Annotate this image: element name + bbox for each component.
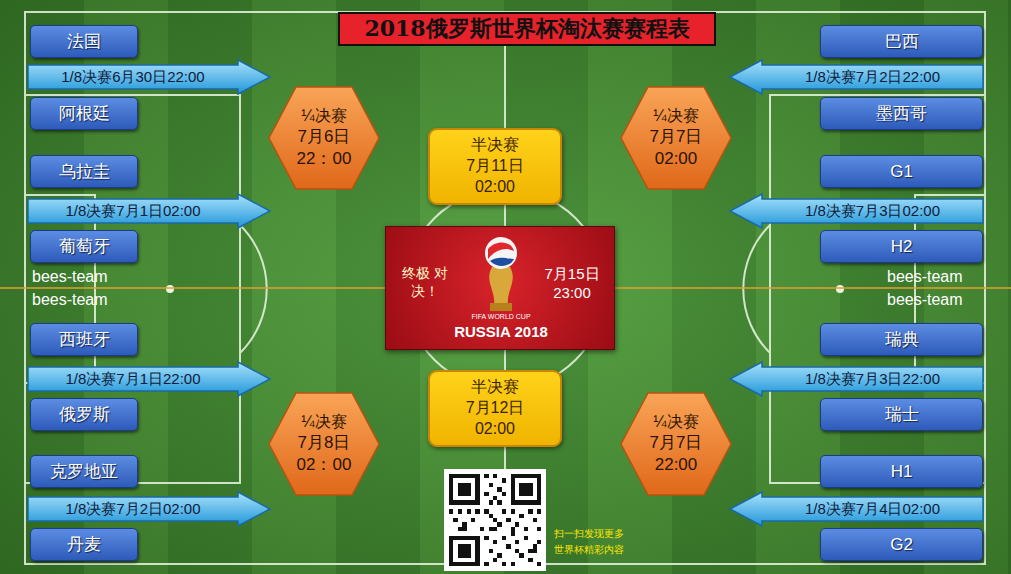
- node-heading: 丹麦: [67, 533, 101, 556]
- node-heading: 葡萄牙: [59, 235, 110, 258]
- node-heading: 瑞典: [885, 328, 919, 351]
- node-text: 7月12日 02:00: [457, 398, 533, 440]
- watermark: bees-team: [32, 268, 108, 286]
- node-heading: 巴西: [885, 30, 919, 53]
- team-box: 瑞士: [820, 398, 983, 431]
- node-heading: 西班牙: [59, 328, 110, 351]
- team-box: 葡萄牙: [30, 230, 138, 263]
- hexagon-outline: [621, 87, 731, 189]
- node-heading: G2: [890, 535, 913, 555]
- quarterfinal-hexagon: ¼决赛7月7日 22:00: [620, 392, 732, 496]
- arrow-outline: [730, 362, 983, 396]
- node-heading: 半决赛: [471, 135, 519, 156]
- node-heading: 法国: [67, 30, 101, 53]
- node-text: 7月7日 02:00: [641, 126, 711, 170]
- node-heading: 1/8决赛7月3日22:00: [805, 370, 940, 389]
- team-box: 丹麦: [30, 528, 138, 561]
- node-text: 7月11日 02:00: [457, 156, 533, 198]
- hexagon-outline: [269, 87, 379, 189]
- team-box: 墨西哥: [820, 97, 983, 130]
- node-heading: H1: [891, 462, 913, 482]
- node-heading: 1/8决赛7月1日02:00: [65, 202, 200, 221]
- team-box: G1: [820, 155, 983, 188]
- hexagon-outline: [621, 393, 731, 495]
- team-box: H1: [820, 455, 983, 488]
- node-heading: 1/8决赛6月30日22:00: [61, 68, 204, 87]
- node-heading: ¼决赛: [653, 412, 698, 433]
- team-box: G2: [820, 528, 983, 561]
- node-heading: ¼决赛: [653, 106, 698, 127]
- match-arrow: 1/8决赛6月30日22:00: [28, 60, 270, 94]
- final-text: 终极 对决！: [400, 265, 450, 300]
- node-text: 7月8日 02：00: [289, 432, 359, 476]
- node-heading: G1: [890, 162, 913, 182]
- semifinal-box: 半决赛7月12日 02:00: [428, 370, 562, 447]
- node-heading: ¼决赛: [301, 106, 346, 127]
- final-text: RUSSIA 2018: [436, 323, 566, 342]
- node-heading: 1/8决赛7月2日22:00: [805, 68, 940, 87]
- match-arrow: 1/8决赛7月3日22:00: [730, 362, 983, 396]
- team-box: 俄罗斯: [30, 398, 138, 431]
- node-heading: 1/8决赛7月4日02:00: [805, 500, 940, 519]
- node-heading: 瑞士: [885, 403, 919, 426]
- match-arrow: 1/8决赛7月2日22:00: [730, 60, 983, 94]
- quarterfinal-hexagon: ¼决赛7月7日 02:00: [620, 86, 732, 190]
- team-box: H2: [820, 230, 983, 263]
- node-heading: 乌拉圭: [59, 160, 110, 183]
- node-text: 7月6日 22：00: [289, 126, 359, 170]
- final-panel: 终极 对决！ 7月15日 23:00FIFA WORLD CUPRUSSIA 20…: [385, 226, 615, 350]
- final-text: FIFA WORLD CUP: [446, 313, 556, 322]
- match-arrow: 1/8决赛7月3日02:00: [730, 194, 983, 228]
- arrow-outline: [28, 492, 270, 526]
- arrow-outline: [28, 362, 270, 396]
- node-heading: 克罗地亚: [50, 460, 118, 483]
- node-heading: ¼决赛: [301, 412, 346, 433]
- trophy-logo: [466, 231, 536, 313]
- qr-caption: 扫一扫发现更多 世界杯精彩内容: [549, 526, 629, 558]
- arrow-outline: [28, 194, 270, 228]
- final-text: 7月15日 23:00: [536, 265, 608, 303]
- team-box: 乌拉圭: [30, 155, 138, 188]
- team-box: 阿根廷: [30, 97, 138, 130]
- quarterfinal-hexagon: ¼决赛7月6日 22：00: [268, 86, 380, 190]
- title-text: 2018俄罗斯世界杯淘汰赛赛程表: [364, 14, 689, 44]
- match-arrow: 1/8决赛7月2日02:00: [28, 492, 270, 526]
- watermark: bees-team: [887, 291, 963, 309]
- arrow-outline: [730, 194, 983, 228]
- node-heading: 1/8决赛7月3日02:00: [805, 202, 940, 221]
- node-heading: 半决赛: [471, 377, 519, 398]
- match-arrow: 1/8决赛7月1日22:00: [28, 362, 270, 396]
- semifinal-box: 半决赛7月11日 02:00: [428, 128, 562, 205]
- node-heading: 1/8决赛7月1日22:00: [65, 370, 200, 389]
- match-arrow: 1/8决赛7月4日02:00: [730, 492, 983, 526]
- node-heading: 阿根廷: [59, 102, 110, 125]
- team-box: 法国: [30, 25, 138, 58]
- arrow-outline: [28, 60, 270, 94]
- node-text: 7月7日 22:00: [641, 432, 711, 476]
- qr-code: [444, 469, 546, 571]
- watermark: bees-team: [887, 268, 963, 286]
- hexagon-outline: [269, 393, 379, 495]
- node-heading: 俄罗斯: [59, 403, 110, 426]
- match-arrow: 1/8决赛7月1日02:00: [28, 194, 270, 228]
- node-heading: H2: [891, 237, 913, 257]
- node-heading: 墨西哥: [876, 102, 927, 125]
- title-box: 2018俄罗斯世界杯淘汰赛赛程表: [338, 12, 716, 46]
- node-heading: 1/8决赛7月2日02:00: [65, 500, 200, 519]
- arrow-outline: [730, 492, 983, 526]
- watermark: bees-team: [32, 291, 108, 309]
- quarterfinal-hexagon: ¼决赛7月8日 02：00: [268, 392, 380, 496]
- team-box: 瑞典: [820, 323, 983, 356]
- team-box: 克罗地亚: [30, 455, 138, 488]
- arrow-outline: [730, 60, 983, 94]
- team-box: 巴西: [820, 25, 983, 58]
- team-box: 西班牙: [30, 323, 138, 356]
